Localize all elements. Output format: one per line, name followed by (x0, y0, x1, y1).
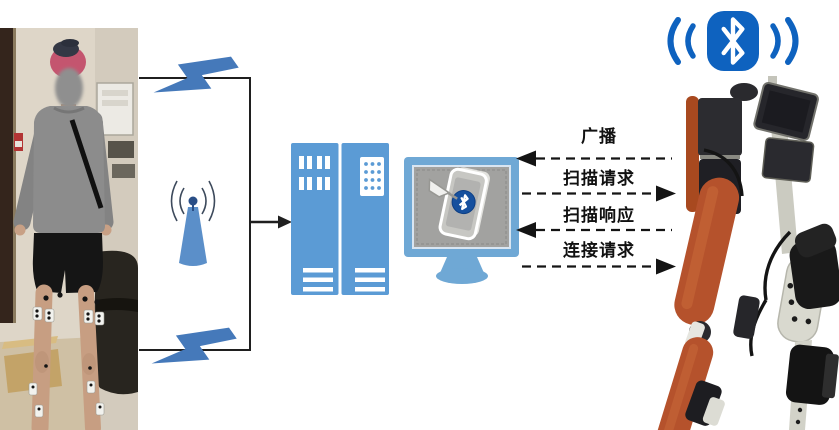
arrow-broadcast-left (516, 150, 672, 167)
emg-electrodes (28, 292, 105, 418)
wall-poster (112, 164, 135, 178)
arrow-scan-response-left (516, 222, 672, 238)
bluetooth-logo-icon (667, 11, 799, 71)
lightning-top-icon (153, 56, 239, 93)
server-icon (291, 143, 389, 295)
antenna-icon (170, 180, 216, 266)
exo-shin-link (654, 337, 714, 430)
cursor-hand-icon (428, 178, 458, 200)
thigh-cuff (789, 223, 839, 310)
blurred-face (55, 68, 83, 108)
person (13, 39, 114, 430)
label-broadcast: 广播 (581, 127, 617, 146)
exoskeleton-photo (654, 76, 839, 430)
lightning-bottom-icon (151, 327, 237, 364)
message-arrows (516, 150, 676, 275)
label-scan-request: 扫描请求 (563, 169, 635, 188)
arrow-scan-request-right (522, 185, 676, 202)
arrow-connect-request-right (522, 258, 676, 275)
exo-thigh-link (674, 177, 740, 325)
monitor-icon (404, 157, 519, 284)
wall-poster (108, 141, 134, 158)
bluetooth-phone-on-screen (428, 167, 490, 241)
label-connect-request: 连接请求 (563, 241, 635, 260)
arrow-to-server (251, 215, 292, 229)
chair (93, 250, 138, 395)
ankle-cuff (785, 344, 839, 405)
person-photo (0, 28, 138, 430)
shorts (32, 233, 104, 293)
label-scan-response: 扫描响应 (563, 206, 635, 225)
shoulder-strap (69, 119, 104, 209)
